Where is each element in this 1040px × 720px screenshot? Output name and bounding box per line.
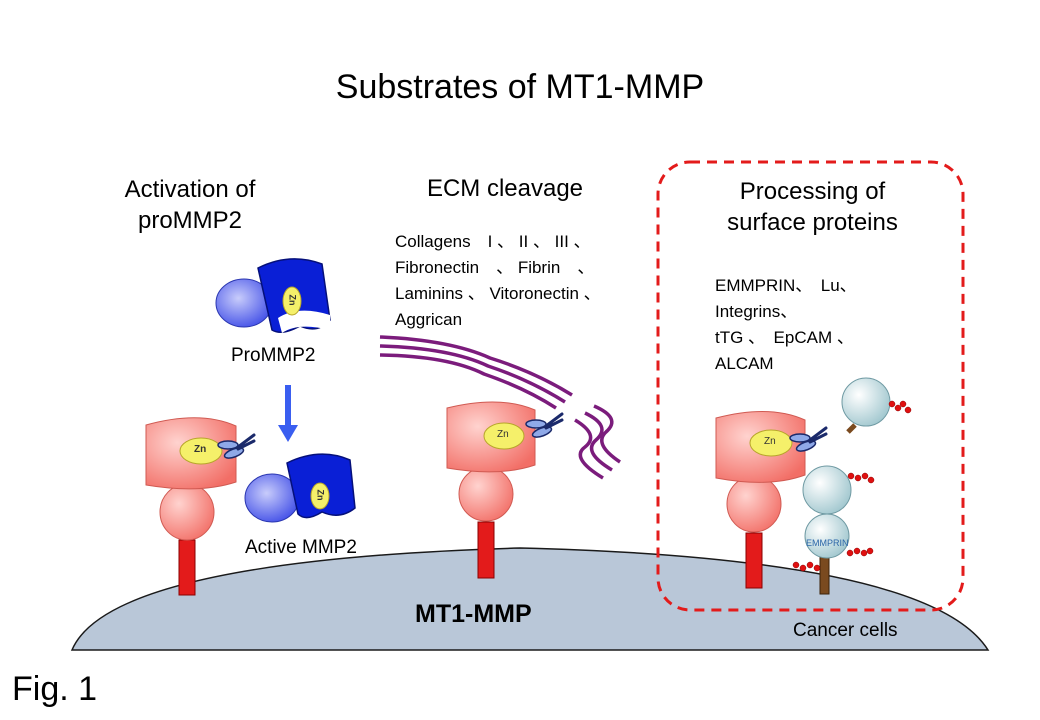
- section-title-activation: Activation of proMMP2: [95, 174, 285, 236]
- surface-substrate-line: tTG 、 EpCAM 、: [715, 328, 854, 347]
- zn-label-active: Zn: [315, 489, 326, 501]
- active-mmp2-molecule: [244, 453, 356, 523]
- surface-proteins-highlight-box: [656, 160, 965, 612]
- mt1-mmp-right: [715, 411, 806, 589]
- sugar-chains: [792, 400, 912, 572]
- section-title-ecm: ECM cleavage: [426, 175, 584, 202]
- ecm-substrate-line: Aggrican: [395, 310, 463, 329]
- surface-substrate-line: ALCAM: [715, 354, 774, 373]
- zn-label-left: Zn: [194, 444, 207, 455]
- surface-substrate-line: EMMPRIN、 Lu、: [715, 276, 857, 295]
- emmprin-protein-label: EMMPRIN: [806, 538, 849, 548]
- mt1-mmp-label: MT1-MMP: [415, 600, 532, 628]
- mt1-mmp-left: [145, 417, 237, 596]
- prommp2-label: ProMMP2: [231, 345, 316, 366]
- surface-substrate-line: Integrins、: [715, 302, 798, 321]
- activation-arrow: [278, 385, 298, 442]
- section-title-surface-line2: surface proteins: [727, 209, 898, 236]
- mt1-mmp-middle: [446, 401, 536, 579]
- section-title-activation-line1: Activation of: [124, 176, 256, 203]
- collagen-fibers: [379, 335, 621, 480]
- surface-substrate-list: EMMPRIN、 Lu、 Integrins、 tTG 、 EpCAM 、 AL…: [715, 273, 857, 377]
- section-title-surface-line1: Processing of: [739, 178, 886, 205]
- ecm-substrate-line: Fibronectin 、 Fibrin 、: [395, 258, 595, 277]
- ecm-substrate-line: Collagens I 、 II 、 III 、: [395, 232, 591, 251]
- zn-label-middle: Zn: [497, 429, 509, 440]
- section-title-surface: Processing of surface proteins: [700, 176, 925, 238]
- surface-protein-cluster: [802, 377, 891, 595]
- cancer-cells-label: Cancer cells: [793, 620, 898, 641]
- prommp2-molecule: [215, 258, 331, 333]
- zn-label-right: Zn: [764, 436, 776, 447]
- ecm-substrate-list: Collagens I 、 II 、 III 、 Fibronectin 、 F…: [395, 229, 601, 333]
- zn-label-prommp2: Zn: [287, 294, 298, 306]
- section-title-activation-line2: proMMP2: [137, 207, 243, 234]
- page-title: Substrates of MT1-MMP: [335, 68, 705, 106]
- figure-label: Fig. 1: [12, 670, 98, 708]
- ecm-substrate-line: Laminins 、 Vitoronectin 、: [395, 284, 601, 303]
- active-mmp2-label: Active MMP2: [245, 537, 357, 558]
